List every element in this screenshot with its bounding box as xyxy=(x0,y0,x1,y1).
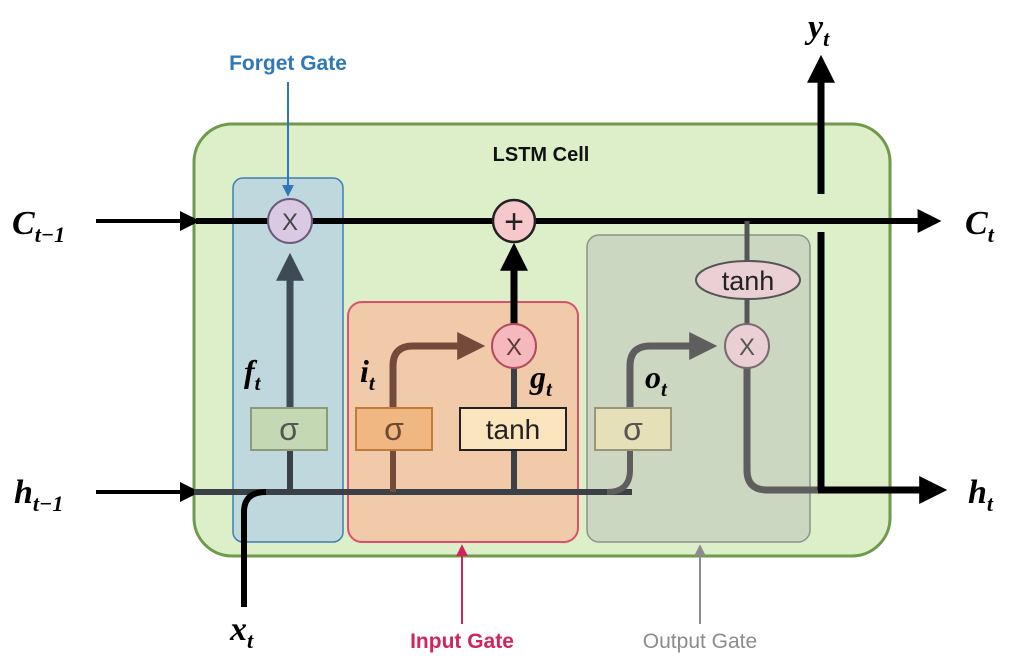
output-o-path xyxy=(606,450,633,495)
output-sigma-up-path xyxy=(626,332,718,408)
forget-multiply-symbol: X xyxy=(282,209,298,236)
x-input-path xyxy=(241,489,267,607)
c-prev-label: Ct−1 xyxy=(12,205,65,247)
forget-gate-label: Forget Gate xyxy=(229,52,347,75)
output-multiply-op: X xyxy=(724,323,770,369)
h-out-label: ht xyxy=(968,474,994,516)
output-sigma-box: σ xyxy=(594,407,672,451)
output-multiply-symbol: X xyxy=(739,334,755,361)
input-sigma-box: σ xyxy=(355,407,433,451)
forget-multiply-op: X xyxy=(267,198,313,244)
input-sigma-symbol: σ xyxy=(384,411,404,447)
h-prev-label: ht−1 xyxy=(14,474,63,516)
forget-sigma-symbol: σ xyxy=(279,411,299,447)
output-gate-label: Output Gate xyxy=(643,630,757,653)
input-tanh-box: tanh xyxy=(459,407,567,451)
g-label: gt xyxy=(529,359,553,401)
i-label: it xyxy=(360,353,376,395)
input-gate-label: Input Gate xyxy=(410,630,514,653)
input-tanh-label: tanh xyxy=(486,414,541,445)
input-multiply-op: X xyxy=(491,323,537,369)
output-tanh-label: tanh xyxy=(722,266,775,296)
input-i-path xyxy=(389,332,486,408)
output-gate-region xyxy=(586,234,811,543)
output-sigma-symbol: σ xyxy=(623,411,643,447)
add-op: + xyxy=(491,198,537,244)
y-label: yt xyxy=(804,9,830,51)
forget-sigma-box: σ xyxy=(250,407,328,451)
add-symbol: + xyxy=(504,203,524,241)
output-to-hidden-path xyxy=(743,368,820,494)
cell-title: LSTM Cell xyxy=(493,144,590,166)
c-out-label: Ct xyxy=(965,205,995,247)
output-tanh-op: tanh xyxy=(695,260,801,300)
input-multiply-symbol: X xyxy=(506,334,522,361)
o-label: ot xyxy=(645,359,668,401)
x-label: xt xyxy=(229,611,254,653)
f-label: ft xyxy=(244,353,262,395)
